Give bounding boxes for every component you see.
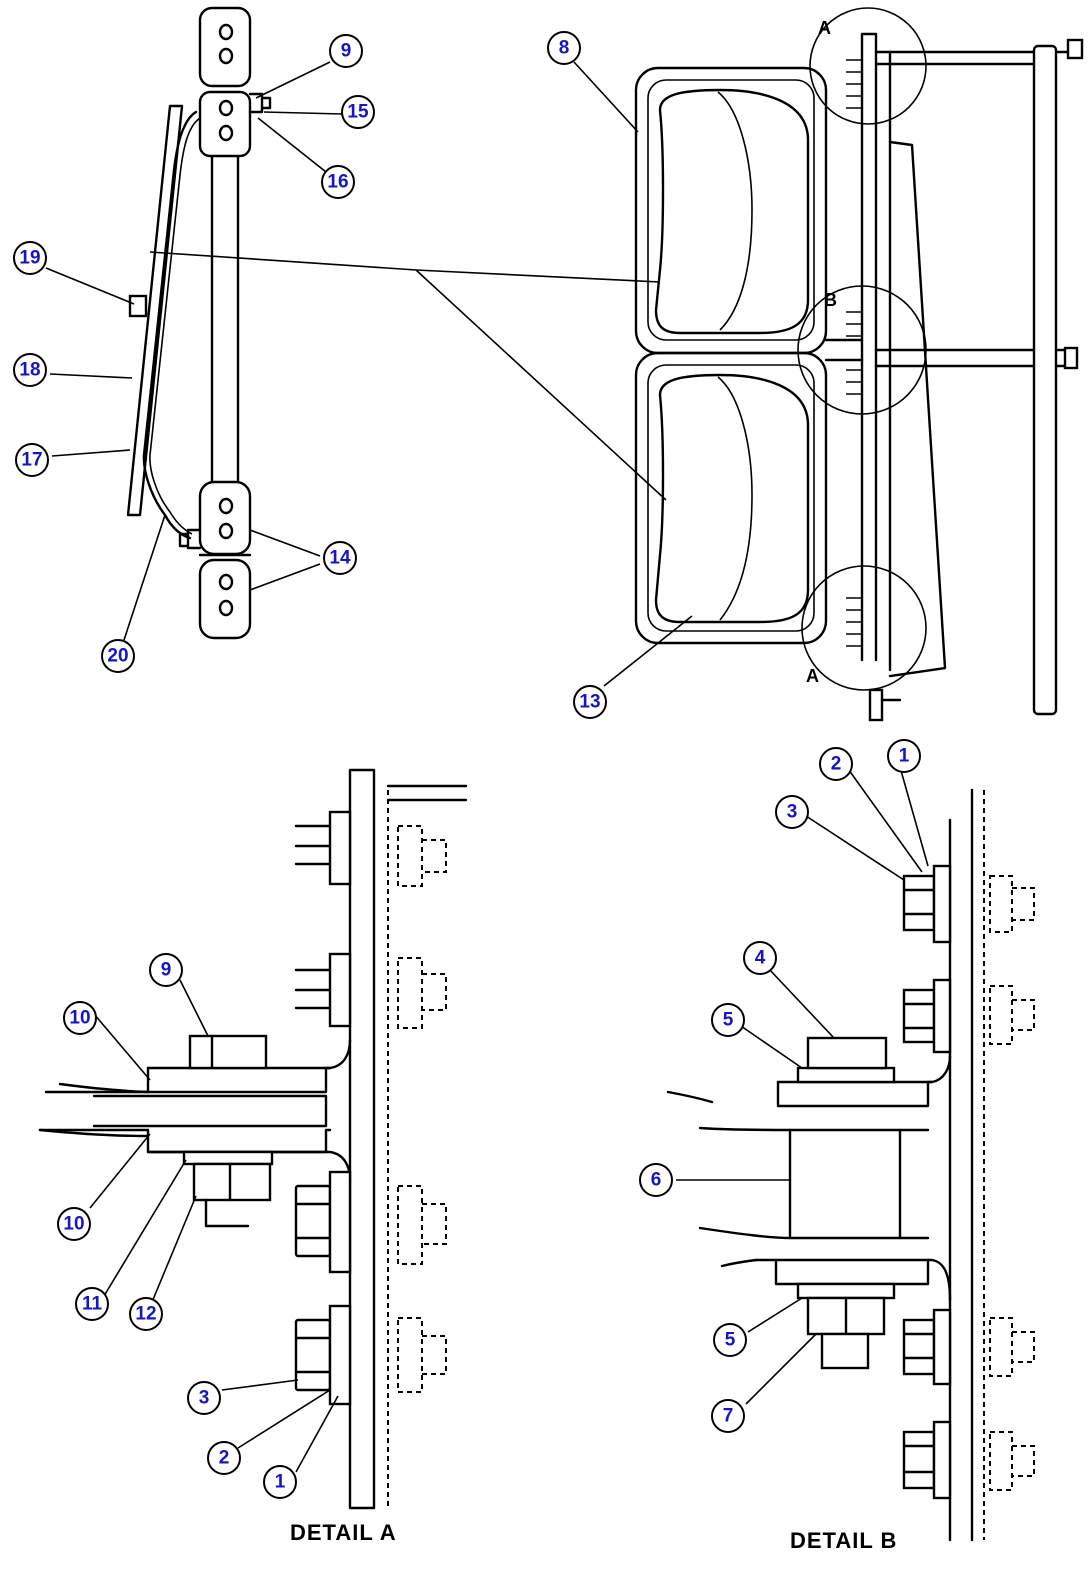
svg-text:1: 1 [275, 1472, 286, 1493]
detail-a-plate [348, 768, 376, 1510]
callout-2-detail-b: 2 [819, 747, 853, 781]
svg-text:19: 19 [19, 248, 40, 269]
washer-11 [182, 1150, 274, 1166]
svg-text:2: 2 [219, 1448, 230, 1469]
detail-a-label-top: A [818, 18, 831, 38]
callout-4: 4 [743, 941, 777, 975]
svg-text:5: 5 [723, 1010, 734, 1031]
mirror-arm [888, 140, 947, 678]
mirror-glass-side [126, 104, 184, 517]
svg-text:1: 1 [899, 746, 910, 767]
callout-3-detail-a: 3 [187, 1381, 221, 1415]
callout-13: 13 [573, 685, 607, 719]
detail-circle-a-bottom [801, 565, 927, 691]
callouts: 9 15 16 19 18 17 14 20 8 13 9 10 10 11 1… [13, 31, 921, 1499]
callout-10-upper: 10 [63, 1001, 97, 1035]
detail-a-title: DETAIL A [290, 1520, 397, 1545]
callout-10-lower: 10 [57, 1207, 91, 1241]
callout-19: 19 [13, 241, 47, 275]
spacer-6 [788, 1128, 902, 1240]
callout-7: 7 [711, 1399, 745, 1433]
upper-mirror-glass [654, 88, 810, 335]
callout-12: 12 [129, 1297, 163, 1331]
callout-5-upper: 5 [711, 1003, 745, 1037]
svg-text:4: 4 [755, 948, 766, 969]
svg-text:10: 10 [63, 1214, 84, 1235]
lower-mirror-glass [654, 373, 810, 624]
callout-20: 20 [101, 639, 135, 673]
leader-lines [45, 61, 929, 1473]
callout-14: 14 [323, 541, 357, 575]
side-view-mirror-assembly [126, 6, 272, 640]
svg-text:5: 5 [725, 1330, 736, 1351]
nut-12 [192, 1162, 272, 1202]
callout-8: 8 [547, 31, 581, 65]
upper-clamp-hardware [248, 92, 272, 114]
svg-text:2: 2 [831, 754, 842, 775]
detail-circle-a-top [809, 7, 927, 125]
washer-5-upper [796, 1066, 896, 1084]
svg-text:10: 10 [69, 1008, 90, 1029]
mount-plate [860, 32, 878, 662]
mirror-back-shell [142, 110, 198, 540]
detail-b-title: DETAIL B [790, 1528, 897, 1553]
callout-17: 17 [15, 443, 49, 477]
mounting-bar [210, 148, 240, 487]
svg-text:7: 7 [723, 1406, 734, 1427]
callout-5-lower: 5 [713, 1323, 747, 1357]
svg-text:12: 12 [135, 1304, 156, 1325]
callout-9-detail-a: 9 [149, 953, 183, 987]
callout-1-detail-a: 1 [263, 1465, 297, 1499]
detail-circle-b [797, 285, 927, 415]
vertical-post [1032, 44, 1058, 716]
svg-text:17: 17 [21, 450, 42, 471]
lower-clamp-hardware [178, 528, 202, 550]
callout-9-side: 9 [329, 34, 363, 68]
glass-leader-lines [149, 251, 667, 501]
svg-text:3: 3 [199, 1388, 210, 1409]
lower-mirror-frame [634, 351, 828, 645]
callout-15: 15 [341, 95, 375, 129]
callout-18: 18 [13, 353, 47, 387]
detail-a-view: DETAIL A [38, 768, 468, 1545]
callout-6: 6 [639, 1163, 673, 1197]
callout-3-detail-b: 3 [775, 795, 809, 829]
svg-text:16: 16 [327, 172, 348, 193]
callout-11: 11 [75, 1287, 109, 1321]
svg-text:9: 9 [161, 960, 172, 981]
svg-text:20: 20 [107, 646, 128, 667]
nut-4 [806, 1036, 888, 1070]
svg-text:6: 6 [651, 1170, 662, 1191]
bolt-head-9 [188, 1034, 268, 1070]
svg-text:8: 8 [559, 38, 570, 59]
upper-bracket-bottom [198, 90, 252, 158]
svg-text:14: 14 [329, 548, 351, 569]
mirror-clip [128, 294, 148, 318]
svg-text:9: 9 [341, 41, 352, 62]
detail-b-label: B [824, 290, 837, 310]
bolt-3-a [294, 1318, 332, 1392]
svg-text:3: 3 [787, 802, 798, 823]
callout-1-detail-b: 1 [887, 739, 921, 773]
detail-b-plate [948, 788, 974, 1542]
lower-bracket-bottom [198, 558, 252, 640]
callout-16: 16 [321, 165, 355, 199]
svg-text:18: 18 [19, 360, 40, 381]
front-view-mirror-assembly: A B A [634, 7, 1084, 722]
washer-5-lower [796, 1282, 896, 1300]
upper-rod-end-cap [1066, 38, 1084, 60]
svg-text:11: 11 [82, 1294, 103, 1315]
lower-bracket-top [198, 480, 252, 556]
detail-a-label-bottom: A [806, 666, 819, 686]
svg-text:13: 13 [579, 692, 600, 713]
svg-text:15: 15 [347, 102, 369, 123]
bottom-bracket [868, 688, 884, 722]
detail-b-view: DETAIL B [666, 788, 1035, 1553]
upper-bracket-top [198, 6, 252, 88]
callout-2-detail-a: 2 [207, 1441, 241, 1475]
